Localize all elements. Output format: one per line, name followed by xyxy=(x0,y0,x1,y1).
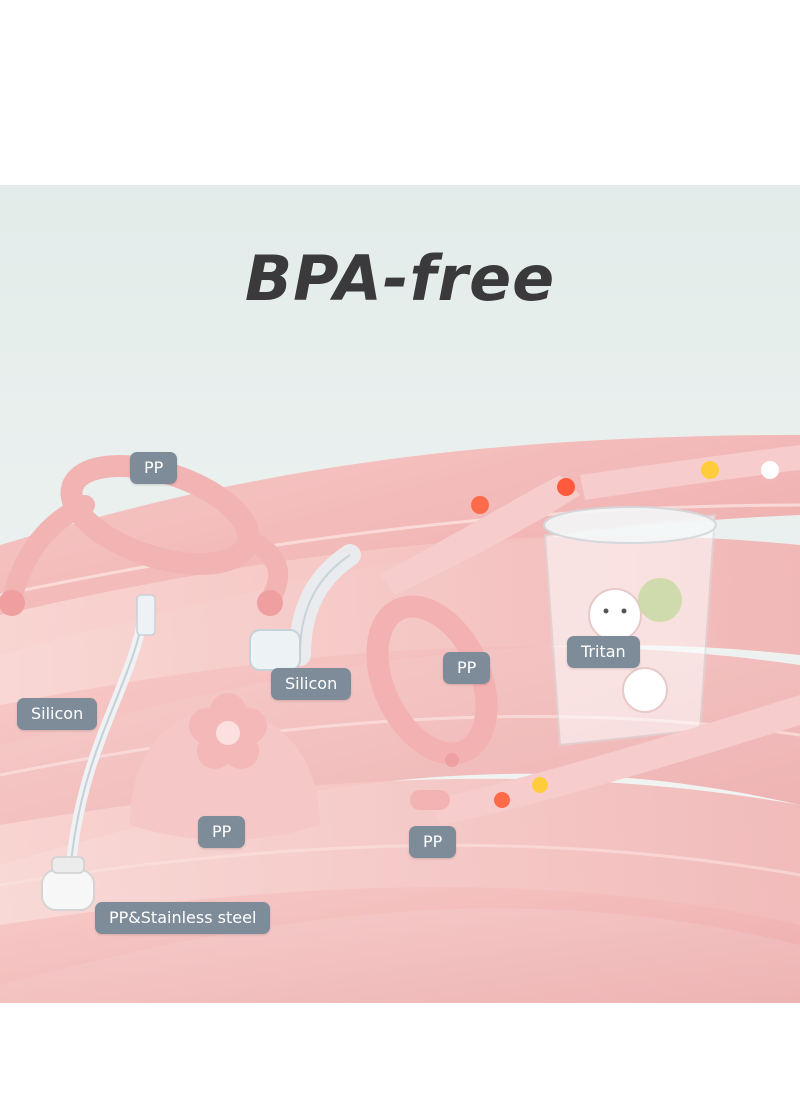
label-handle-top: PP xyxy=(130,452,178,484)
straw-connector xyxy=(249,544,361,671)
straw-weight xyxy=(41,856,95,911)
headline: BPA-free xyxy=(244,242,556,315)
tritan-cup xyxy=(543,506,717,747)
product-illustration xyxy=(0,185,800,1003)
lanyard-strap xyxy=(380,445,800,825)
product-photo xyxy=(0,185,800,1003)
label-straw-connector: Silicon xyxy=(271,668,352,700)
label-straw-weight: PP&Stainless steel xyxy=(95,902,271,934)
label-lid-base: PP xyxy=(198,816,246,848)
label-strap-clip: PP xyxy=(409,826,457,858)
label-straw: Silicon xyxy=(17,698,98,730)
label-handle-ring: PP xyxy=(443,652,491,684)
lid-base xyxy=(130,693,320,840)
straw xyxy=(65,594,156,880)
label-cup: Tritan xyxy=(567,636,640,668)
